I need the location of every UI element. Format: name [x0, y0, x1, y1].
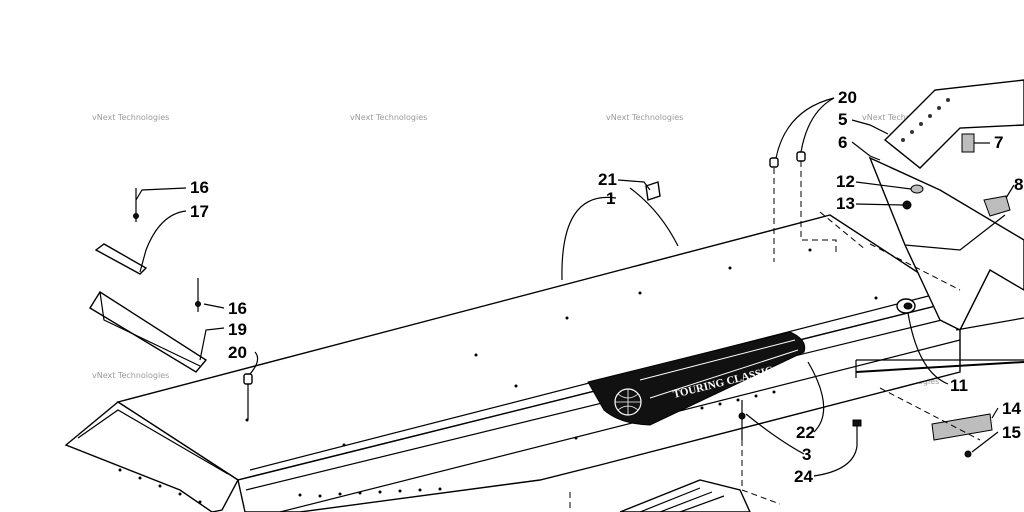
callout-19: 19: [228, 320, 247, 339]
axle-rod: [855, 361, 1024, 373]
callout-12: 12: [836, 172, 855, 191]
footrest-fragment: [619, 479, 751, 512]
washer-12: [910, 184, 924, 194]
loose-parts: [89, 151, 1024, 512]
callout-20-right: 20: [838, 88, 857, 107]
callout-16-mid: 16: [228, 299, 247, 318]
bolt-3: [738, 412, 746, 420]
reflector-14: [931, 413, 993, 441]
callout-21: 21: [598, 170, 617, 189]
cap-20-left: [243, 373, 253, 385]
rivet-dots: [118, 248, 878, 504]
watermark-1: vNext Technologies: [92, 113, 169, 122]
callout-8: 8: [1014, 175, 1023, 194]
leader-lines: [135, 97, 1024, 477]
callout-5: 5: [838, 110, 847, 129]
callout-13: 13: [836, 194, 855, 213]
cap-20-a: [769, 157, 779, 168]
callout-24: 24: [794, 467, 813, 486]
callout-20-left: 20: [228, 343, 247, 362]
watermark-2: vNext Technologies: [350, 113, 427, 122]
tunnel-nose: [64, 401, 239, 512]
watermark-3: vNext Technologies: [606, 113, 683, 122]
callout-15: 15: [1002, 423, 1021, 442]
cap-20-b: [796, 151, 806, 162]
callout-16-top: 16: [190, 178, 209, 197]
nut-13: [902, 200, 912, 210]
callout-labels: 21 1 16 17 16 19 20 20 5 6 7 8 12 13 11 …: [190, 88, 1023, 486]
dashed-lines: [569, 161, 981, 512]
watermark-5: vNext Technologies: [92, 371, 169, 380]
clip-7: [961, 133, 975, 153]
callout-14: 14: [1002, 399, 1021, 418]
plate-21: [645, 181, 661, 201]
rear-handle: [883, 79, 1024, 169]
callout-7: 7: [994, 133, 1003, 152]
bracket-19: [89, 291, 208, 373]
watermark-4: vNext Technologies: [862, 113, 939, 122]
callout-3: 3: [802, 445, 811, 464]
callout-22: 22: [796, 423, 815, 442]
strap-17: [94, 243, 148, 275]
bolt-24: [852, 419, 862, 427]
clip-8: [983, 195, 1011, 217]
callout-17: 17: [190, 202, 209, 221]
decal-body: [587, 331, 806, 426]
callout-1: 1: [606, 189, 615, 208]
rear-bumper-assembly: [868, 79, 1024, 331]
callout-11: 11: [950, 376, 968, 395]
callout-6: 6: [838, 133, 847, 152]
screw-15: [964, 450, 972, 458]
